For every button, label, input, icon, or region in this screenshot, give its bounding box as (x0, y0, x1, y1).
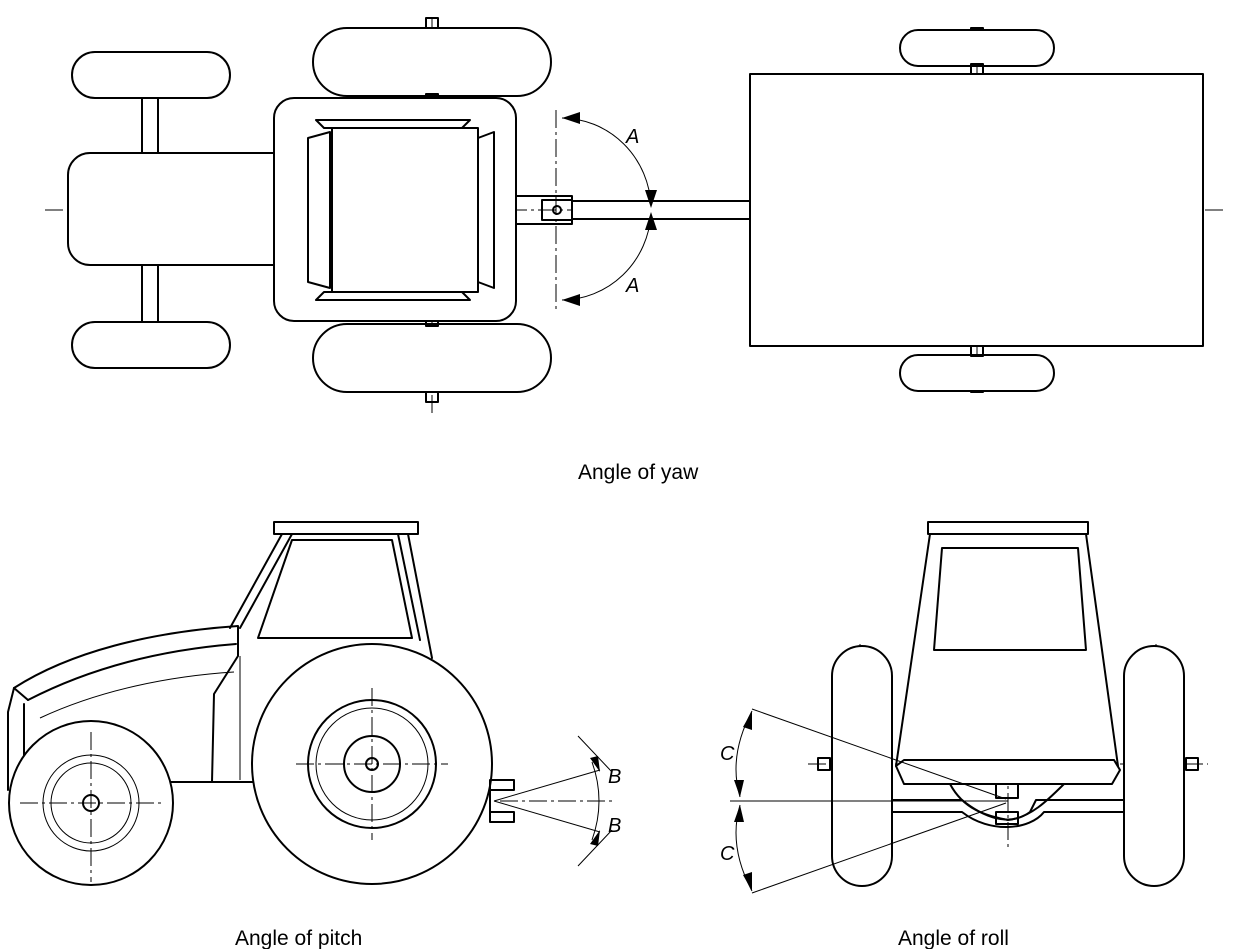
yaw-label-upper: A (625, 126, 639, 148)
pitch-side-view: B B (7, 521, 621, 886)
yaw-label-lower: A (625, 275, 639, 297)
roll-label-lower: C (720, 843, 735, 865)
rear-right-wheel (312, 323, 552, 393)
rear-left-wheel (312, 27, 552, 97)
front-left-wheel (71, 51, 231, 99)
trailer-body (749, 73, 1204, 347)
pitch-caption: Angle of pitch (235, 927, 362, 949)
tractor-hood (67, 152, 301, 266)
roll-label-upper: C (720, 743, 735, 765)
pitch-label-upper: B (608, 766, 621, 788)
yaw-top-view: A A (45, 17, 1225, 415)
roll-caption: Angle of roll (898, 927, 1009, 949)
roll-left-wheel (831, 645, 893, 887)
front-right-wheel (71, 321, 231, 369)
tractor-cab-top (273, 97, 517, 322)
yaw-caption: Angle of yaw (578, 461, 699, 484)
roll-right-wheel (1123, 645, 1185, 887)
trailer-top-left-wheel (899, 29, 1055, 67)
trailer-top-right-wheel (899, 354, 1055, 392)
pitch-label-lower: B (608, 815, 621, 837)
roll-rear-view: C C (720, 521, 1208, 894)
